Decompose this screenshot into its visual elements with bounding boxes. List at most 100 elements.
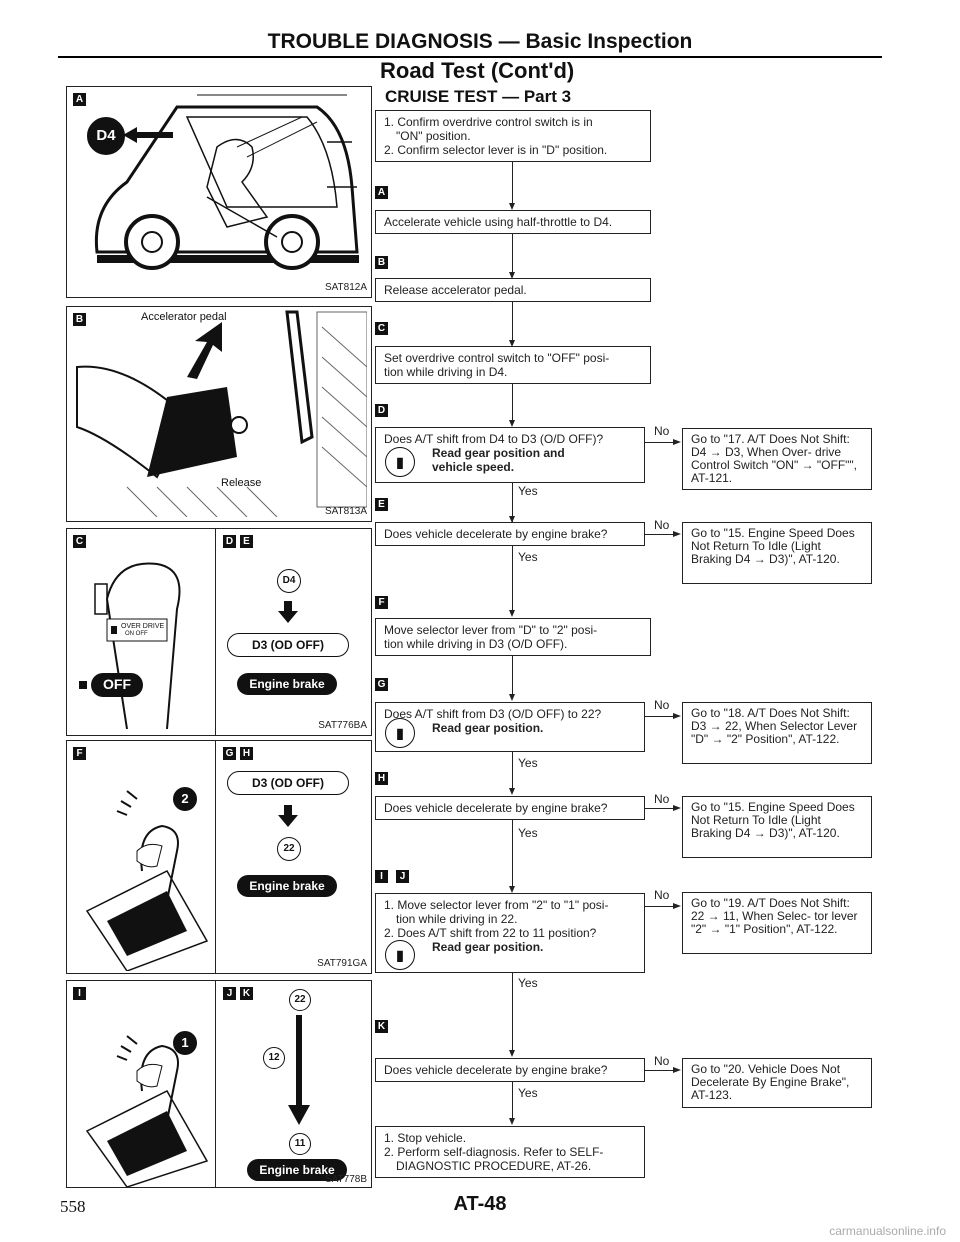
- step-line: 2. Does A/T shift from 22 to 11 position…: [384, 926, 597, 940]
- flow-arrow: [509, 886, 515, 893]
- result-line: Position", AT-122.: [745, 732, 840, 746]
- od-switch-sublabel: ON OFF: [125, 631, 148, 637]
- od-off-mode: D3 (OD OFF): [227, 771, 349, 795]
- step-bold-line: Read gear position.: [432, 721, 544, 735]
- flow-step-accelerate: Accelerate vehicle using half-throttle t…: [375, 210, 651, 234]
- flow-step-engine-brake-1: Does vehicle decelerate by engine brake?: [375, 522, 645, 546]
- figure-badge: A: [73, 93, 86, 106]
- figure-badge: G: [223, 747, 236, 760]
- step-badge: A: [375, 186, 388, 199]
- figure-badge: F: [73, 747, 86, 760]
- flow-step-engine-brake-3: Does vehicle decelerate by engine brake?: [375, 1058, 645, 1082]
- result-line: Go to "17. A/T Does Not: [691, 432, 820, 446]
- figure-badge: B: [73, 313, 86, 326]
- figure-code: SAT812A: [324, 282, 367, 293]
- pedal-illustration: [76, 310, 367, 517]
- yes-label: Yes: [518, 1086, 538, 1100]
- result-line: Shift: D3 → 22, When: [691, 706, 850, 733]
- result-line: Not Decelerate By Engine: [691, 1062, 841, 1089]
- inspect-icon: ▮: [385, 940, 415, 970]
- gear-22-circle: 22: [277, 837, 301, 861]
- shift-lever-illustration: [94, 562, 181, 729]
- flow-step-release: Release accelerator pedal.: [375, 278, 651, 302]
- flow-connector: [512, 483, 513, 523]
- flow-connector: [645, 534, 675, 535]
- flow-arrow: [509, 788, 515, 795]
- step-line: tion while driving in D4.: [384, 365, 508, 379]
- result-line: Shift: D4 → D3, When Over-: [691, 432, 850, 459]
- result-line: AT-120.: [798, 826, 840, 840]
- result-box-15: Go to "15. Engine Speed Does Not Return …: [682, 522, 872, 584]
- step-text: Accelerate vehicle using half-throttle t…: [384, 215, 613, 229]
- step-line: Does A/T shift from D3 (O/D OFF) to 22?: [384, 707, 602, 721]
- yes-label: Yes: [518, 550, 538, 564]
- figure-c-de: C OVER DRIVE ON OFF OFF D E D4 D3 (OD OF…: [66, 528, 372, 736]
- result-line: drive Control Switch "ON": [691, 445, 842, 472]
- shift-hand-illustration: [85, 790, 209, 971]
- flow-connector: [645, 1070, 675, 1071]
- figure-code: SAT813A: [324, 506, 367, 517]
- step-badge: F: [375, 596, 388, 609]
- step-badge: K: [375, 1020, 388, 1033]
- step-text: Does vehicle decelerate by engine brake?: [384, 801, 608, 815]
- step-line: 2. Confirm selector lever is in "D" posi…: [384, 143, 608, 157]
- figure-divider: [215, 981, 216, 1187]
- flow-step-move-d-2: Move selector lever from "D" to "2" posi…: [375, 618, 651, 656]
- engine-brake-badge: Engine brake: [237, 875, 337, 897]
- flow-step-confirm: 1. Confirm overdrive control switch is i…: [375, 110, 651, 162]
- pedal-label: Accelerator pedal: [141, 311, 227, 323]
- step-badge: B: [375, 256, 388, 269]
- step-line: 1. Stop vehicle.: [384, 1131, 467, 1145]
- result-line: tor lever "2" → "1": [691, 909, 858, 936]
- step-line: 2. Perform self-diagnosis. Refer to SELF…: [384, 1145, 604, 1159]
- result-line: Go to "19. A/T Does Not: [691, 896, 820, 910]
- no-label: No: [654, 424, 670, 438]
- no-label: No: [654, 518, 670, 532]
- flow-connector: [512, 656, 513, 698]
- gear-12-circle: 12: [263, 1047, 285, 1069]
- yes-label: Yes: [518, 484, 538, 498]
- car-illustration: [94, 94, 359, 270]
- step-text: Release accelerator pedal.: [384, 283, 527, 297]
- result-line: Does Not Return To Idle: [691, 800, 855, 827]
- step-text: Does vehicle decelerate by engine brake?: [384, 527, 608, 541]
- step-badge: C: [375, 322, 388, 335]
- result-box-18: Go to "18. A/T Does Not Shift: D3 → 22, …: [682, 702, 872, 764]
- flow-connector: [512, 820, 513, 890]
- step-line: Does A/T shift from D4 to D3 (O/D OFF)?: [384, 432, 604, 446]
- result-line: AT-120.: [798, 552, 840, 566]
- page-subtitle: Road Test (Cont'd): [380, 58, 575, 83]
- step-badge: I: [375, 870, 388, 883]
- step-line: 1. Confirm overdrive control switch is i…: [384, 115, 593, 129]
- flow-arrow: [673, 531, 681, 537]
- flow-arrow: [509, 1050, 515, 1057]
- arrow-down-icon: [278, 601, 298, 623]
- release-label: Release: [221, 477, 262, 489]
- title-rule: [58, 56, 882, 58]
- step-line: Move selector lever from "D" to "2" posi…: [384, 623, 598, 637]
- figure-code: SAT776BA: [318, 720, 367, 731]
- flow-arrow: [673, 439, 681, 445]
- arrow-down-icon: [288, 1015, 310, 1125]
- step-line: 1. Move selector lever from "2" to "1" p…: [384, 898, 609, 912]
- result-line: Go to "18. A/T Does Not: [691, 706, 820, 720]
- step-line: DIAGNOSTIC PROCEDURE, AT-26.: [396, 1159, 592, 1173]
- section-heading: CRUISE TEST — Part 3: [385, 87, 572, 106]
- figure-code: SAT791GA: [317, 958, 367, 969]
- no-label: No: [654, 792, 670, 806]
- figure-divider: [215, 741, 216, 973]
- result-line: Go to "15. Engine Speed: [691, 800, 824, 814]
- flow-arrow: [509, 516, 515, 523]
- step-bold-line: vehicle speed.: [432, 460, 515, 474]
- step-line: Set overdrive control switch to "OFF" po…: [384, 351, 610, 365]
- flow-arrow: [509, 610, 515, 617]
- flow-arrow: [673, 805, 681, 811]
- result-box-17: Go to "17. A/T Does Not Shift: D4 → D3, …: [682, 428, 872, 490]
- inspect-icon: ▮: [385, 718, 415, 748]
- figure-f-gh: F 2 G H D3 (OD OFF) 22 Engine brake SAT7…: [66, 740, 372, 974]
- flow-step-move-2-1: 1. Move selector lever from "2" to "1" p…: [375, 893, 645, 973]
- flow-connector: [512, 162, 513, 205]
- result-line: Selector Lever "D" → "2": [691, 719, 858, 746]
- flow-connector: [645, 716, 675, 717]
- flow-connector: [512, 752, 513, 792]
